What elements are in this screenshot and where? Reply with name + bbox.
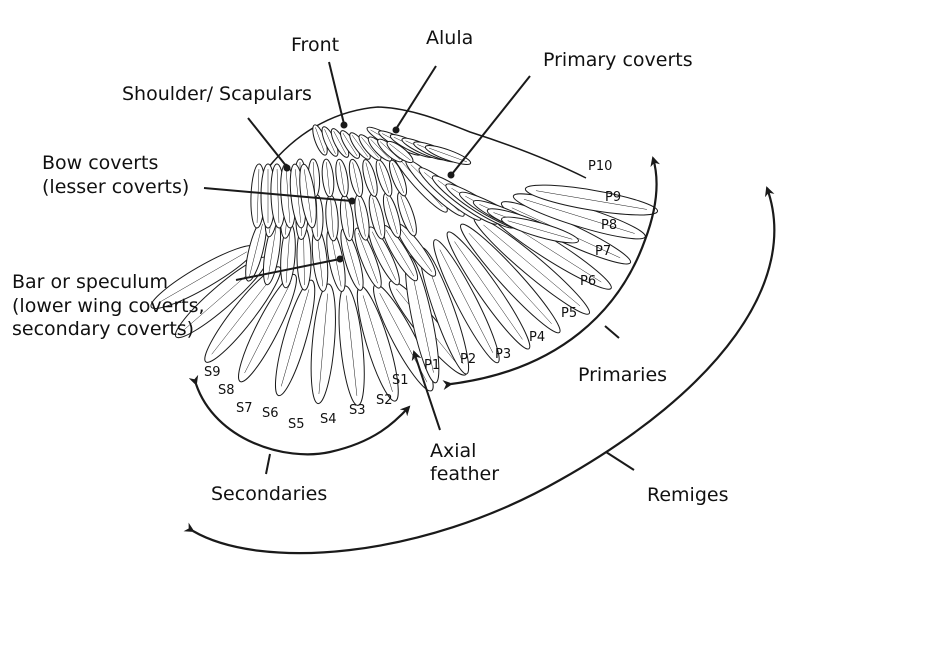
primary-number: P4 [529, 330, 546, 345]
remiges-bracket [183, 186, 776, 555]
primary-number: P10 [588, 159, 613, 174]
alula-leader [395, 65, 437, 130]
secondary-number: S8 [218, 383, 235, 398]
secondary-number: S2 [376, 393, 393, 408]
primaries-tick [604, 325, 620, 339]
marginal-covert-feather-rachis [324, 129, 336, 154]
bar-dot [336, 255, 344, 263]
secondary-number: S3 [349, 403, 366, 418]
primary-number: P1 [424, 358, 441, 373]
front-dot [340, 121, 348, 129]
front-leader [328, 61, 345, 125]
secondary-number: S5 [288, 417, 305, 432]
primary-number: P9 [605, 190, 622, 205]
secondary-number: S4 [320, 412, 337, 427]
secondaries-tick [265, 453, 271, 475]
shoulder-leader [247, 117, 288, 168]
label-axial-feather-sub: feather [430, 463, 500, 485]
primary-number: P5 [561, 306, 578, 321]
secondary-number: S9 [204, 365, 221, 380]
secondary-number: S7 [236, 401, 253, 416]
label-bow-coverts-sub: (lesser coverts) [42, 176, 190, 198]
label-remiges: Remiges [647, 484, 729, 506]
primary-number: P8 [601, 218, 618, 233]
alula-dot [392, 126, 400, 134]
secondary-number: S1 [392, 373, 409, 388]
primary-number: P6 [580, 274, 597, 289]
shoulder-dot [283, 164, 291, 172]
bow-coverts-dot [348, 197, 356, 205]
label-bow-coverts: Bow coverts [42, 152, 159, 174]
primary-number: P7 [595, 244, 612, 259]
label-primary-coverts: Primary coverts [543, 49, 693, 71]
marginal-covert-feather-rachis [315, 127, 325, 153]
label-shoulder-scapulars: Shoulder/ Scapulars [122, 83, 312, 105]
secondary-number: S6 [262, 406, 279, 421]
label-axial-feather: Axial [430, 440, 477, 462]
primary-coverts-leader [451, 75, 531, 175]
marginal-covert-feather-rachis [351, 134, 369, 158]
marginal-covert-feather-rachis [370, 139, 390, 159]
label-bar-speculum-sub2: secondary coverts) [12, 318, 195, 340]
primary-number: P3 [495, 347, 512, 362]
marginal-covert-feather-rachis [379, 141, 401, 160]
marginal-covert-feather-rachis [389, 143, 411, 161]
marginal-covert-feather-rachis [342, 132, 358, 157]
label-bar-speculum: Bar or speculum [12, 271, 168, 293]
marginal-covert-feather-rachis [333, 131, 347, 155]
marginal-covert-feather-rachis [361, 137, 379, 158]
label-alula: Alula [426, 27, 474, 49]
label-secondaries: Secondaries [211, 483, 328, 505]
label-front: Front [291, 34, 340, 56]
label-primaries: Primaries [578, 364, 668, 386]
label-bar-speculum-sub1: (lower wing coverts, [12, 295, 205, 317]
primary-coverts-dot [447, 171, 455, 179]
remiges-tick [605, 451, 635, 471]
primary-number: P2 [460, 352, 477, 367]
